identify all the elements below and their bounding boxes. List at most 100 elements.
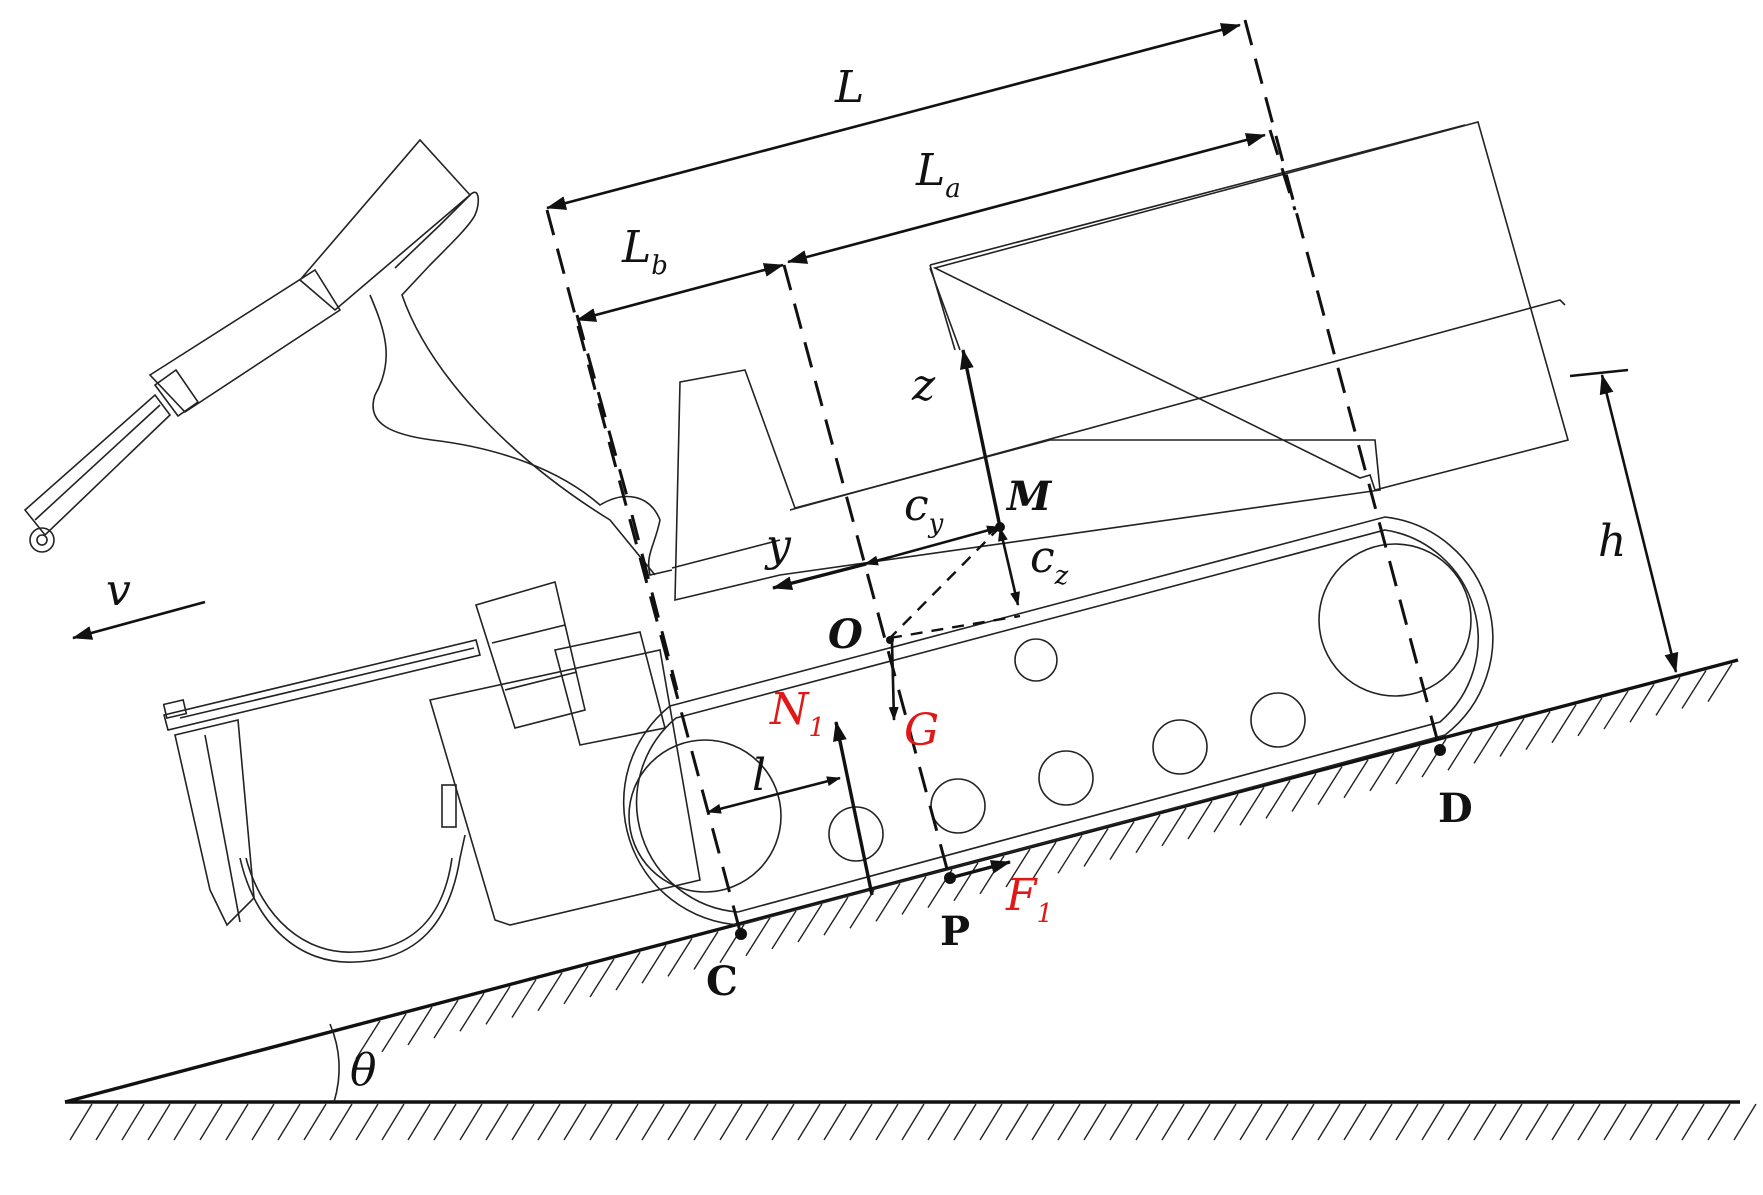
dash-line-la-end <box>1268 129 1297 211</box>
point-P-dot <box>944 872 956 884</box>
hatch-stroke <box>823 896 849 936</box>
hatch-stroke <box>1291 1103 1315 1141</box>
rear-idler <box>1318 543 1472 697</box>
hatch-stroke <box>1239 786 1265 826</box>
label-point-P: P <box>940 908 970 955</box>
hatch-stroke <box>693 1103 717 1141</box>
hatch-stroke <box>225 1103 249 1141</box>
hatch-stroke <box>823 1103 847 1141</box>
boom-end-pin-inner <box>36 534 48 546</box>
cyl-block-line-2 <box>504 671 578 691</box>
hatch-stroke <box>1265 1103 1289 1141</box>
hatch-stroke <box>797 1103 821 1141</box>
track-assembly <box>622 516 1494 926</box>
label-F1: F1 <box>1005 870 1053 929</box>
hatch-stroke <box>1499 1103 1523 1141</box>
hatch-stroke <box>1031 841 1057 881</box>
hatch-stroke <box>251 1103 275 1141</box>
hatch-stroke <box>1213 793 1239 833</box>
dim-h-tick <box>1569 368 1629 378</box>
hatch-stroke <box>797 903 823 943</box>
velocity-arrow <box>72 600 206 640</box>
boom-cylinder-lower <box>148 268 342 414</box>
hatch-stroke <box>615 1103 639 1141</box>
track-belt-inner <box>635 529 1479 913</box>
front-bucket-curve-inner <box>245 857 453 953</box>
hatch-stroke <box>771 1103 795 1141</box>
dim-La-arrow <box>787 133 1266 264</box>
hatch-stroke <box>355 1103 379 1141</box>
hatch-stroke <box>1447 731 1473 771</box>
lift-arm-back <box>394 191 656 576</box>
ground <box>64 658 1757 1141</box>
point-C-dot <box>735 928 747 940</box>
hatch-stroke <box>485 986 511 1025</box>
hatch-stroke <box>329 1103 353 1141</box>
hatch-stroke <box>1525 1103 1549 1141</box>
label-point-M: M <box>1005 473 1053 520</box>
hatch-stroke <box>433 1103 457 1141</box>
hatch-stroke <box>69 1103 93 1141</box>
label-Lb: Lb <box>621 222 668 281</box>
hatch-stroke <box>459 1103 483 1141</box>
mid-body-plate <box>674 369 1381 602</box>
hatch-stroke <box>1083 828 1109 867</box>
hatch-stroke <box>745 917 771 957</box>
hatch-stroke <box>1057 834 1083 874</box>
hatch-stroke <box>641 944 667 984</box>
label-theta: θ <box>350 1045 377 1096</box>
point-M-dot <box>995 522 1005 532</box>
hatch-stroke <box>1343 759 1369 799</box>
hatch-stroke <box>1005 848 1031 888</box>
hatch-stroke <box>407 1103 431 1141</box>
hatch-stroke <box>1473 1103 1497 1141</box>
lift-arm <box>369 294 673 576</box>
label-y-axis: y <box>764 520 792 571</box>
bucket-hinge <box>441 784 457 828</box>
front-bar-cap <box>162 698 188 720</box>
label-v: v <box>106 565 131 616</box>
hatch-stroke <box>667 1103 691 1141</box>
road-wheel-5 <box>1250 692 1306 748</box>
hatch-stroke <box>537 972 563 1012</box>
dash-line-O <box>782 264 952 881</box>
dim-cy-arrow <box>864 525 1001 566</box>
carrier-roller-1 <box>1014 638 1058 682</box>
hatch-stroke <box>459 992 485 1032</box>
hatch-stroke <box>277 1103 301 1141</box>
label-point-C: C <box>706 958 738 1005</box>
hatch-stroke <box>1109 1103 1133 1141</box>
hatch-stroke <box>693 931 719 970</box>
hatch-stroke <box>121 1103 145 1141</box>
road-wheel-4 <box>1152 719 1208 775</box>
hatch-stroke <box>1213 1103 1237 1141</box>
boom-collar <box>153 368 200 418</box>
label-point-D: D <box>1438 785 1473 832</box>
boom-rod-line <box>34 404 161 521</box>
hatch-stroke <box>303 1103 327 1141</box>
hatch-stroke <box>563 965 589 1005</box>
front-bar-inner <box>179 647 475 719</box>
label-G: G <box>904 705 939 756</box>
labels: L La Lb z y M cy cz O h v N1 G l F1 C P … <box>106 62 1626 1096</box>
front-frame <box>174 719 255 927</box>
label-l: l <box>752 750 766 801</box>
dim-Lb-arrow <box>576 263 784 322</box>
hatch-stroke <box>537 1103 561 1141</box>
hatch-stroke <box>1733 1103 1757 1141</box>
hatch-stroke <box>1577 1103 1601 1141</box>
label-N1: N1 <box>769 684 825 743</box>
hatch-stroke <box>589 958 615 998</box>
hatch-stroke <box>1317 766 1343 805</box>
hatch-stroke <box>1499 718 1525 757</box>
hatch-stroke <box>615 951 641 991</box>
y-axis-arrow <box>772 562 867 591</box>
dash-line-rear <box>1243 19 1442 751</box>
hatch-stroke <box>1525 711 1551 751</box>
road-wheel-3 <box>1038 750 1094 806</box>
front-frame-inner <box>204 734 241 923</box>
normal-force-arrow <box>833 721 874 896</box>
rear-cabin-box <box>932 121 1569 491</box>
dim-L-arrow <box>546 23 1241 210</box>
annotations <box>72 19 1679 940</box>
